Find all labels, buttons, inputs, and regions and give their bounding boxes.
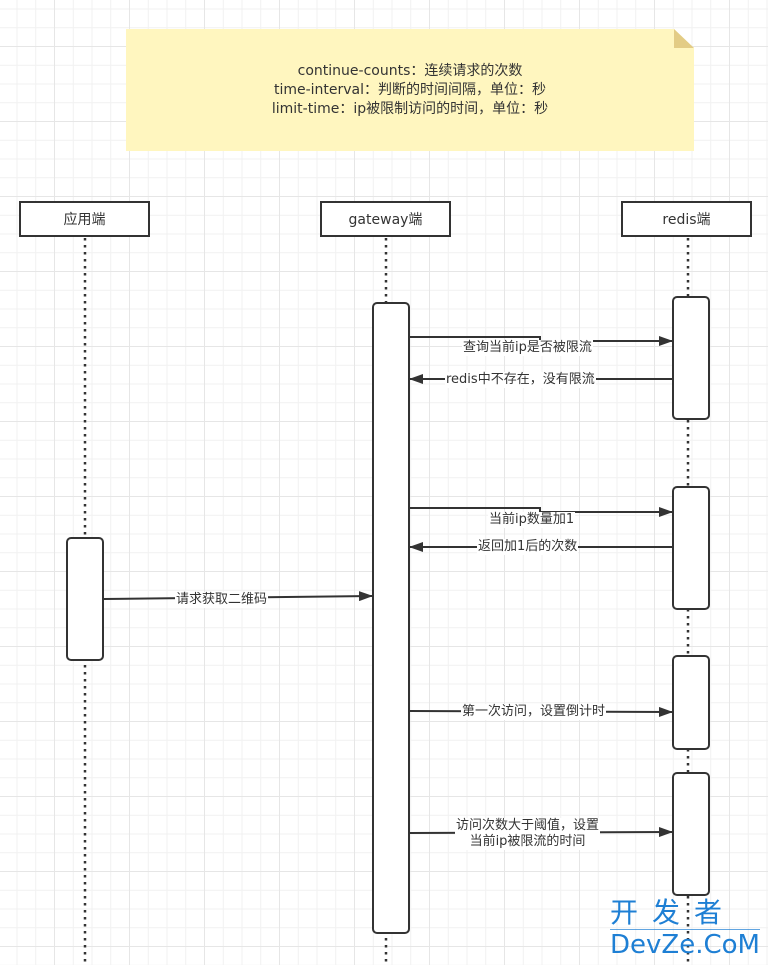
legend-note: continue-counts：连续请求的次数 time-interval：判断… <box>126 29 694 151</box>
label-set-countdown: 第一次访问，设置倒计时 <box>461 704 607 720</box>
activation-gateway <box>372 302 410 934</box>
watermark-en: DevZe.CoM <box>610 930 760 960</box>
note-line-continue-counts: continue-counts：连续请求的次数 <box>297 62 523 79</box>
label-set-limit-time-line-2: 当前ip被限流的时间 <box>469 834 586 849</box>
label-query-rate-limit: 查询当前ip是否被限流 <box>462 340 593 356</box>
actor-redis[interactable]: redis端 <box>621 201 752 237</box>
actor-redis-label: redis端 <box>662 212 711 228</box>
label-return-count: 返回加1后的次数 <box>477 539 579 555</box>
label-set-limit-time-line-1: 访问次数大于阈值，设置 <box>456 818 600 833</box>
actor-app-label: 应用端 <box>63 212 106 228</box>
watermark-divider <box>610 929 760 930</box>
actor-app[interactable]: 应用端 <box>19 201 150 237</box>
arrow-increment-count <box>410 507 673 517</box>
activation-redis-2 <box>672 486 710 610</box>
activation-redis-3 <box>672 655 710 750</box>
activation-redis-4 <box>672 772 710 896</box>
label-request-qrcode: 请求获取二维码 <box>175 592 269 608</box>
note-line-time-interval: time-interval：判断的时间间隔，单位：秒 <box>273 81 547 98</box>
arrow-query-rate-limit <box>410 336 673 346</box>
actor-gateway[interactable]: gateway端 <box>320 201 451 237</box>
label-set-limit-time: 访问次数大于阈值，设置 当前ip被限流的时间 <box>455 818 601 850</box>
note-line-limit-time: limit-time：ip被限制访问的时间，单位：秒 <box>271 100 549 117</box>
label-increment-count: 当前ip数量加1 <box>488 512 576 528</box>
activation-app <box>66 537 104 661</box>
activation-redis-1 <box>672 296 710 420</box>
label-not-in-redis: redis中不存在，没有限流 <box>445 372 596 388</box>
actor-gateway-label: gateway端 <box>348 212 423 228</box>
watermark-cn: 开发者 <box>610 896 737 929</box>
watermark: 开发者 DevZe.CoM <box>610 898 760 960</box>
